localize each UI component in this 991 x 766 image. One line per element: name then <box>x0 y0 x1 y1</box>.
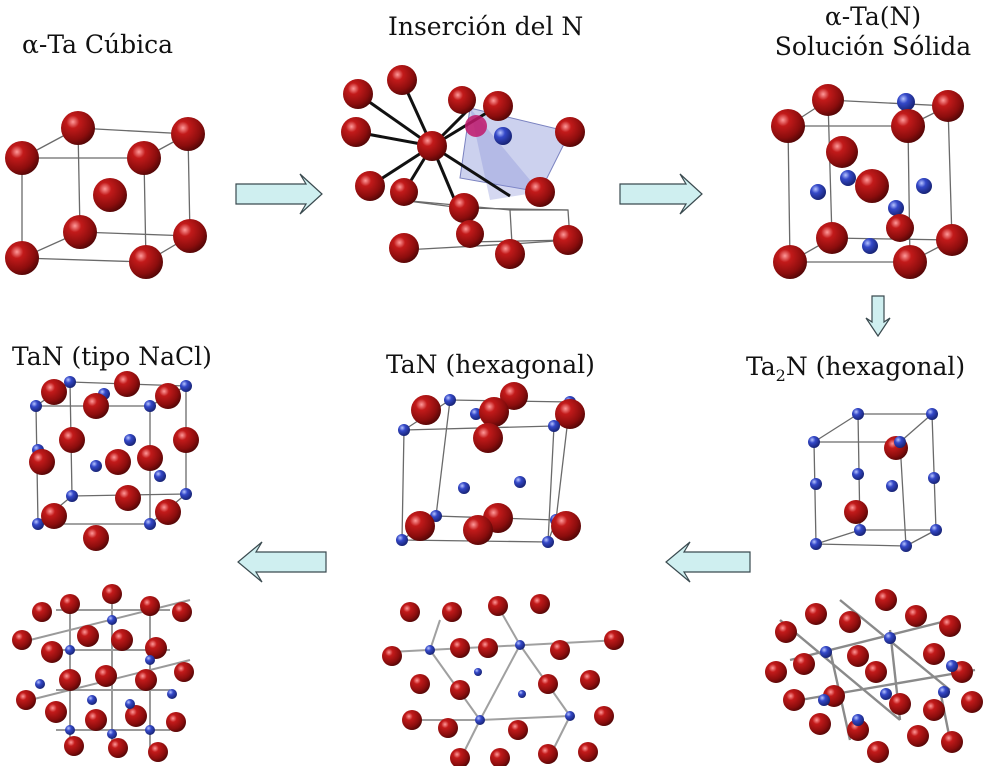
label-alpha-ta-cubic: α-Ta Cúbica <box>22 30 174 59</box>
arrow-down <box>865 295 891 338</box>
atoms-ta2n-cell <box>808 408 942 552</box>
label-n-insertion: Inserción del N <box>388 12 584 41</box>
lattice-tan-hexagonal <box>382 594 624 766</box>
label-ta2n-hexagonal: Ta2N (hexagonal) <box>746 352 965 385</box>
arrow-right-2 <box>619 173 703 215</box>
atoms-alpha-ta-n <box>771 84 968 279</box>
label-alpha-ta-n-line1: α-Ta(N) <box>824 2 922 31</box>
atoms-alpha-ta-bcc <box>5 111 207 279</box>
label-ta2n-prefix: Ta <box>746 352 776 381</box>
atoms-tan-nacl-cell <box>29 371 199 551</box>
structure-n-insertion <box>341 65 585 269</box>
label-tan-nacl: TaN (tipo NaCl) <box>12 342 212 371</box>
label-ta2n-suffix: N (hexagonal) <box>785 352 966 381</box>
arrow-left-1 <box>237 541 327 583</box>
label-tan-hexagonal: TaN (hexagonal) <box>386 350 595 379</box>
label-alpha-ta-n: α-Ta(N) Solución Sólida <box>768 2 978 62</box>
atoms-tan-hex-cell <box>396 382 585 548</box>
arrow-right-1 <box>235 173 323 215</box>
label-alpha-ta-n-line2: Solución Sólida <box>774 32 972 61</box>
lattice-ta2n <box>765 589 983 763</box>
lattice-tan-nacl <box>12 584 194 762</box>
label-ta2n-subscript: 2 <box>775 366 786 385</box>
arrow-left-2 <box>665 541 751 583</box>
structure-ta2n-cell <box>813 413 937 547</box>
